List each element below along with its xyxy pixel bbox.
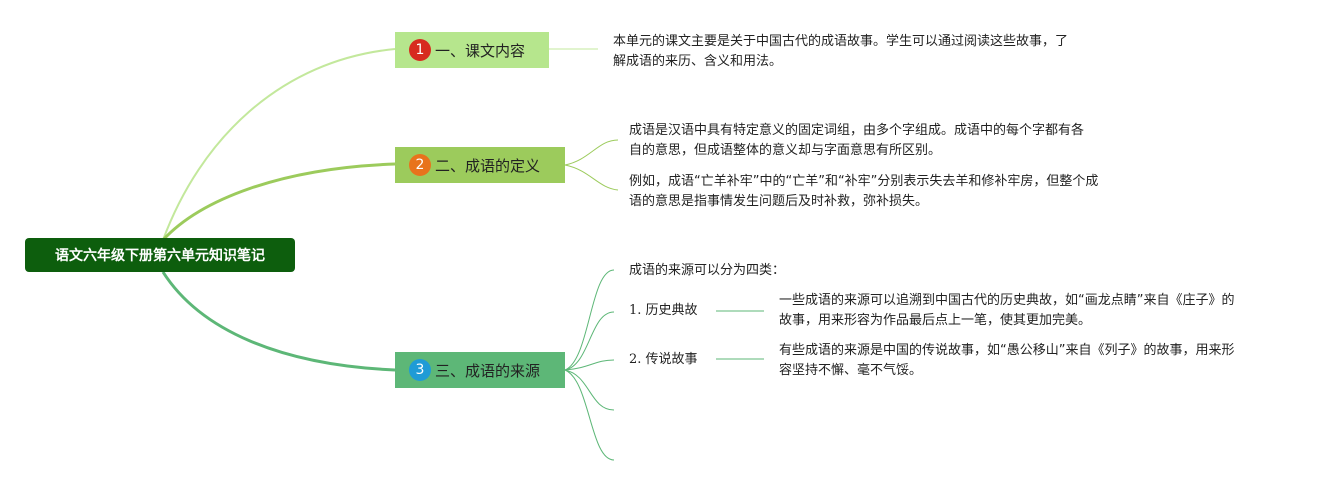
- root-node[interactable]: 语文六年级下册第六单元知识笔记: [25, 238, 295, 272]
- branch-2-label: 二、成语的定义: [435, 156, 541, 175]
- branch-2-note-1: 成语是汉语中具有特定意义的固定词组，由多个字组成。成语中的每个字都有各 自的意思…: [629, 121, 1084, 161]
- branch-2-note-1-line: 自的意思，但成语整体的意义却与字面意思有所区别。: [629, 143, 942, 158]
- branch-3-to-intro-link: [564, 269, 615, 371]
- branch-2-to-note-1-link: [564, 139, 619, 166]
- branch-3-intro: 成语的来源可以分为四类：: [629, 263, 786, 278]
- branch-2-note-1-line: 成语是汉语中具有特定意义的固定词组，由多个字组成。成语中的每个字都有各: [629, 123, 1085, 138]
- category-2-text-line: 有些成语的来源是中国的传说故事，如“愚公移山”来自《列子》的故事，用来形: [779, 343, 1235, 358]
- branch-node-1[interactable]: 1 一、课文内容: [395, 32, 549, 68]
- branch-node-2[interactable]: 2 二、成语的定义: [395, 147, 565, 183]
- category-2-text-line: 容坚持不懈、毫不气馁。: [779, 363, 923, 378]
- branch-1-text-line: 本单元的课文主要是关于中国古代的成语故事。学生可以通过阅读这些故事，了: [613, 34, 1069, 49]
- category-1-text: 一些成语的来源可以追溯到中国古代的历史典故，如“画龙点睛”来自《庄子》的 故事，…: [779, 291, 1234, 331]
- root-label: 语文六年级下册第六单元知识笔记: [55, 248, 265, 264]
- branch-node-3[interactable]: 3 三、成语的来源: [395, 352, 565, 388]
- category-1-label[interactable]: 1. 历史典故: [629, 303, 698, 318]
- branch-3-to-category-1-link: [564, 311, 615, 371]
- branch-1-number-badge: 1: [409, 39, 431, 61]
- branch-3-to-empty-1-link: [564, 369, 615, 411]
- branch-2-to-note-2-link: [564, 164, 619, 191]
- branch-2-note-2-line: 语的意思是指事情发生问题后及时补救，弥补损失。: [629, 194, 929, 209]
- branch-1-text-line: 解成语的来历、含义和用法。: [613, 54, 783, 69]
- branch-2-note-2-line: 例如，成语“亡羊补牢”中的“亡羊”和“补牢”分别表示失去羊和修补牢房，但整个成: [629, 174, 1099, 189]
- root-to-branch-2-link: [161, 162, 396, 242]
- root-to-branch-3-link: [161, 271, 396, 372]
- branch-1-label: 一、课文内容: [435, 41, 526, 60]
- branch-3-number-badge: 3: [409, 359, 431, 381]
- branch-3-label: 三、成语的来源: [435, 361, 541, 380]
- category-2-label[interactable]: 2. 传说故事: [629, 352, 698, 367]
- category-2-text: 有些成语的来源是中国的传说故事，如“愚公移山”来自《列子》的故事，用来形 容坚持…: [779, 341, 1234, 381]
- branch-3-to-empty-2-link: [564, 369, 615, 461]
- branch-1-text: 本单元的课文主要是关于中国古代的成语故事。学生可以通过阅读这些故事，了 解成语的…: [613, 32, 1068, 72]
- category-1-text-line: 一些成语的来源可以追溯到中国古代的历史典故，如“画龙点睛”来自《庄子》的: [779, 293, 1235, 308]
- branch-3-to-category-2-link: [564, 359, 615, 371]
- branch-2-note-2: 例如，成语“亡羊补牢”中的“亡羊”和“补牢”分别表示失去羊和修补牢房，但整个成 …: [629, 172, 1098, 212]
- branch-2-number-badge: 2: [409, 154, 431, 176]
- category-1-text-line: 故事，用来形容为作品最后点上一笔，使其更加完美。: [779, 313, 1092, 328]
- root-to-branch-1-link: [162, 48, 396, 241]
